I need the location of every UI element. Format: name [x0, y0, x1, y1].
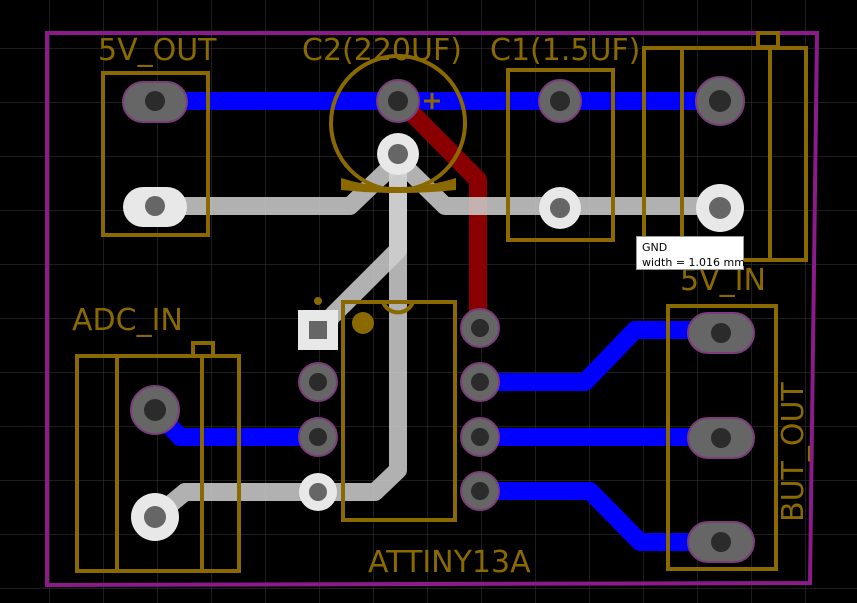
- top-copper-trace: [391, 92, 487, 337]
- silk-but-out: [666, 304, 778, 571]
- pin1-small-dot: [314, 297, 322, 305]
- c2-fill-segment: [341, 178, 456, 193]
- label-c2: C2(220UF): [302, 33, 462, 68]
- silk-attiny-notch: [381, 301, 415, 315]
- silk-attiny: [341, 300, 457, 522]
- silk-5v-in-key: [756, 31, 780, 49]
- silk-adc-in-connector: [75, 354, 241, 573]
- plus-marker: [424, 93, 440, 109]
- label-c1: C1(1.5UF): [490, 33, 640, 68]
- label-5v-out: 5V_OUT: [98, 33, 217, 68]
- label-attiny: ATTINY13A: [368, 545, 531, 580]
- silk-adc-in-key: [191, 341, 215, 358]
- label-but-out: BUT_OUT: [776, 382, 811, 522]
- pads[interactable]: [122, 76, 755, 563]
- net-tooltip: GND width = 1.016 mm: [636, 236, 745, 270]
- tooltip-net-name: GND: [642, 241, 668, 254]
- board-outline: [45, 31, 820, 588]
- pin1-dot: [352, 312, 374, 334]
- tooltip-width: width = 1.016 mm: [642, 256, 745, 269]
- silk-c1: [506, 68, 615, 242]
- silk-5v-out: [101, 71, 210, 237]
- label-adc-in: ADC_IN: [72, 303, 183, 338]
